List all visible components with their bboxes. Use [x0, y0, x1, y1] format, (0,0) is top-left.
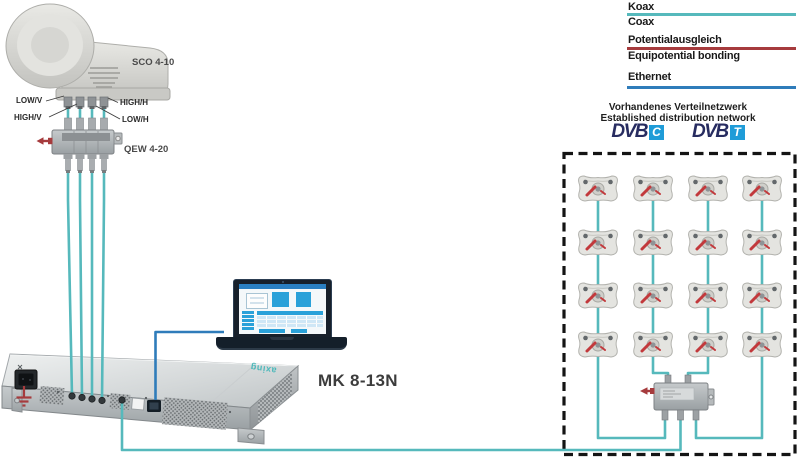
- config-ui-button: [259, 328, 285, 333]
- config-ui-topbar: [239, 284, 326, 289]
- legend-bonding-en: Equipotential bonding: [628, 50, 740, 62]
- legend-bonding-line: [627, 47, 796, 50]
- antenna-outlet: [741, 330, 783, 359]
- outlet-grid: [577, 174, 783, 359]
- label-low-h: LOW/H: [122, 115, 149, 124]
- config-ui-card: [272, 292, 289, 307]
- dvb-c-letter: C: [649, 124, 664, 140]
- qew-4-20-block: [36, 117, 123, 173]
- splitter: [640, 374, 715, 421]
- legend-coax-de: Koax: [628, 1, 655, 13]
- antenna-outlet: [632, 228, 674, 257]
- front-vent-grille: [161, 397, 229, 430]
- antenna-outlet: [741, 174, 783, 203]
- lnb: [5, 3, 171, 109]
- legend-ethernet: Ethernet: [628, 71, 672, 83]
- config-ui-table-row: [257, 319, 323, 323]
- antenna-outlet: [687, 281, 729, 310]
- config-ui-button: [291, 328, 307, 333]
- ground-symbol: [16, 386, 32, 407]
- antenna-outlet: [577, 281, 619, 310]
- network-title-en: Established distribution network: [600, 113, 756, 124]
- laptop-base: [216, 337, 347, 350]
- lnb-vents: [88, 67, 120, 88]
- front-vent-grille: [39, 385, 65, 406]
- config-ui-card: [296, 292, 311, 307]
- legend-coax-line: [627, 13, 796, 16]
- dvb-c-logo: DVB C: [611, 121, 664, 142]
- f-connectors: [63, 154, 109, 173]
- label-high-h: HIGH/H: [120, 98, 148, 107]
- config-ui-table-header: [257, 311, 323, 315]
- config-ui-table-row: [257, 315, 323, 319]
- chassis-screw: [17, 364, 23, 370]
- laptop: [216, 279, 347, 350]
- coax-trunk-cable: [120, 400, 682, 452]
- config-ui-card: [246, 293, 268, 309]
- webcam-icon: [282, 281, 284, 283]
- lnb-output-ports: [63, 96, 109, 109]
- distribution-network-boundary: [562, 151, 797, 457]
- laptop-screen: [233, 279, 332, 342]
- qew-model-label: QEW 4-20: [124, 144, 169, 155]
- qew-bonding-lug: [48, 137, 53, 145]
- lnb-model-label: SCO 4-10: [132, 57, 175, 68]
- ethernet-cable: [154, 330, 224, 404]
- legend-coax-en: Coax: [628, 16, 655, 28]
- antenna-outlet: [687, 174, 729, 203]
- mk-8-13n-unit: [1, 353, 300, 445]
- dvb-logos: DVB C DVB T: [570, 121, 786, 142]
- antenna-outlet: [577, 330, 619, 359]
- splitter-bonding-lug: [650, 388, 655, 394]
- label-low-v: LOW/V: [16, 96, 43, 105]
- rf-input-ports: [68, 392, 106, 405]
- label-pointer-lines: [45, 95, 121, 120]
- antenna-outlet: [577, 228, 619, 257]
- dvb-c-word: DVB: [611, 121, 648, 142]
- dvb-t-letter: T: [729, 124, 745, 140]
- antenna-outlet: [687, 228, 729, 257]
- legend-bonding-de: Potentialausgleich: [628, 34, 722, 46]
- usb-port: [131, 397, 145, 411]
- legend-ethernet-line: [627, 86, 796, 89]
- label-high-v: HIGH/V: [14, 113, 42, 122]
- antenna-outlet: [741, 228, 783, 257]
- headend-model-label: MK 8-13N: [318, 371, 398, 390]
- antenna-outlet: [577, 174, 619, 203]
- dvb-t-word: DVB: [692, 121, 729, 142]
- antenna-outlet: [741, 281, 783, 310]
- laptop-notch: [270, 337, 294, 340]
- dvb-t-logo: DVB T: [692, 121, 745, 142]
- config-ui-table-row: [257, 323, 323, 327]
- rf-output-port: [118, 396, 126, 404]
- antenna-outlet: [687, 330, 729, 359]
- antenna-outlet: [632, 174, 674, 203]
- coax-column-4: [694, 189, 764, 440]
- side-vent-grille: [258, 372, 292, 424]
- antenna-outlet: [632, 281, 674, 310]
- coax-column-1: [596, 189, 667, 440]
- config-ui-screen: [239, 284, 326, 334]
- network-title-de: Vorhandenes Verteilnetzwerk: [608, 102, 748, 113]
- antenna-outlet: [632, 330, 674, 359]
